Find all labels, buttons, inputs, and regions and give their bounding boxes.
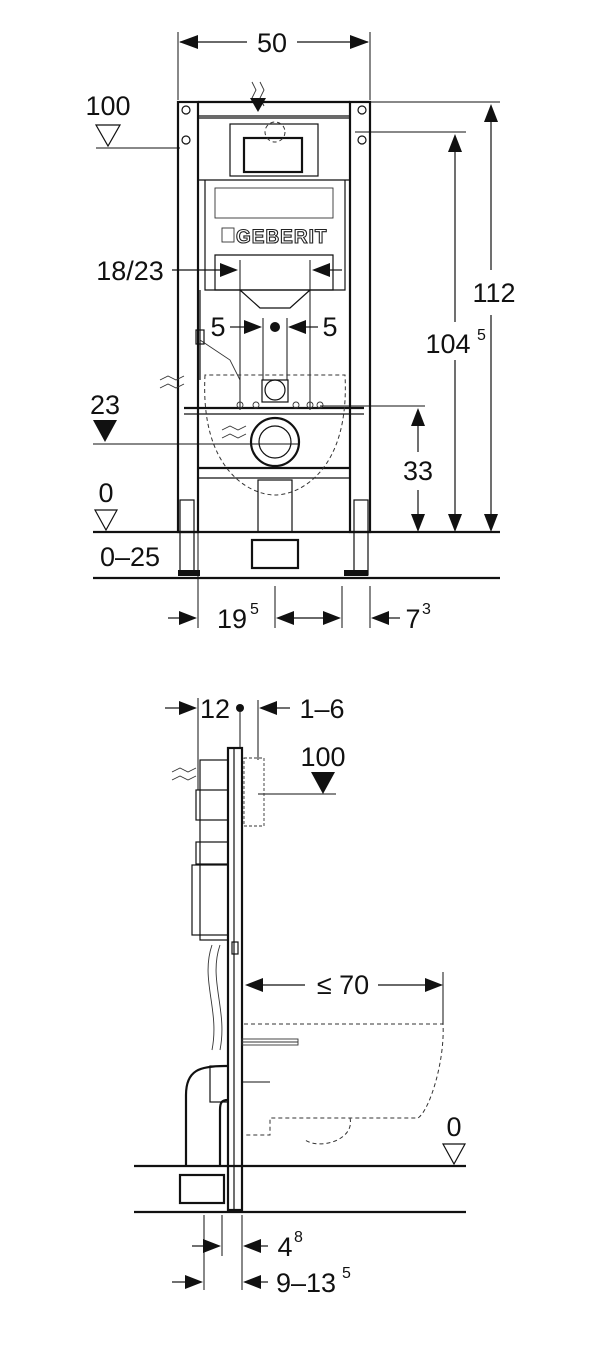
floor-levels: 0 0–25: [93, 478, 500, 580]
side-drain-bend: [178, 1064, 270, 1205]
side-level-100-marker: 100: [258, 742, 346, 795]
bowl-projection-dimension: ≤ 70: [245, 970, 444, 1024]
offset-dimensions: 5 5: [210, 312, 338, 380]
side-level-100-label: 100: [300, 742, 345, 772]
level-0-label: 0: [98, 478, 113, 508]
brand-logo: GEBERIT: [236, 227, 327, 248]
spacing-label: 18/23: [96, 256, 164, 286]
top-dimensions: 12 1–6: [165, 694, 345, 790]
height-total-label: 112: [472, 278, 515, 308]
height-33-label: 33: [403, 456, 433, 486]
frame: [176, 100, 372, 576]
level-100-label: 100: [85, 91, 130, 121]
width-label: 50: [257, 28, 287, 58]
side-level-0-label: 0: [446, 1112, 461, 1142]
foot-dimensions: 19 5 7 3: [168, 400, 431, 634]
height-dimensions: 112 104 5 33: [320, 101, 516, 532]
level-100-marker: 100: [85, 91, 180, 149]
foot-left-label: 19: [217, 604, 247, 634]
wall-range-sup: 5: [342, 1265, 351, 1282]
bowl-outline: [204, 374, 346, 496]
front-view: 50 100: [85, 28, 515, 634]
plate-depth-sup: 8: [294, 1229, 303, 1246]
cistern: GEBERIT: [195, 117, 351, 381]
side-view: 12 1–6 100: [134, 694, 467, 1298]
side-floor-level: 0: [134, 1112, 467, 1214]
floor-range-label: 0–25: [100, 542, 160, 572]
spacing-dimension: 18/23: [96, 256, 342, 410]
height-main-sup: 5: [477, 327, 486, 344]
bowl-projection-label: ≤ 70: [317, 970, 369, 1000]
wall-range-label: 9–13: [276, 1268, 336, 1298]
side-frame: [171, 746, 299, 1212]
plate-depth-label: 4: [277, 1232, 292, 1262]
depth-12-label: 12: [200, 694, 230, 724]
drain-pipe: [159, 81, 324, 570]
foot-right-label: 7: [405, 604, 420, 634]
foot-left-sup: 5: [250, 601, 259, 618]
bottom-dimensions: 4 8 9–13 5: [172, 1215, 351, 1298]
side-bowl-outline: [244, 1023, 444, 1145]
offset-left-label: 5: [210, 312, 225, 342]
height-main-label: 104: [425, 329, 470, 359]
width-dimension: 50: [177, 28, 371, 100]
level-23-marker: 23: [90, 390, 300, 445]
offset-right-label: 5: [322, 312, 337, 342]
level-23-label: 23: [90, 390, 120, 420]
gap-range-label: 1–6: [299, 694, 344, 724]
foot-right-sup: 3: [422, 601, 431, 618]
